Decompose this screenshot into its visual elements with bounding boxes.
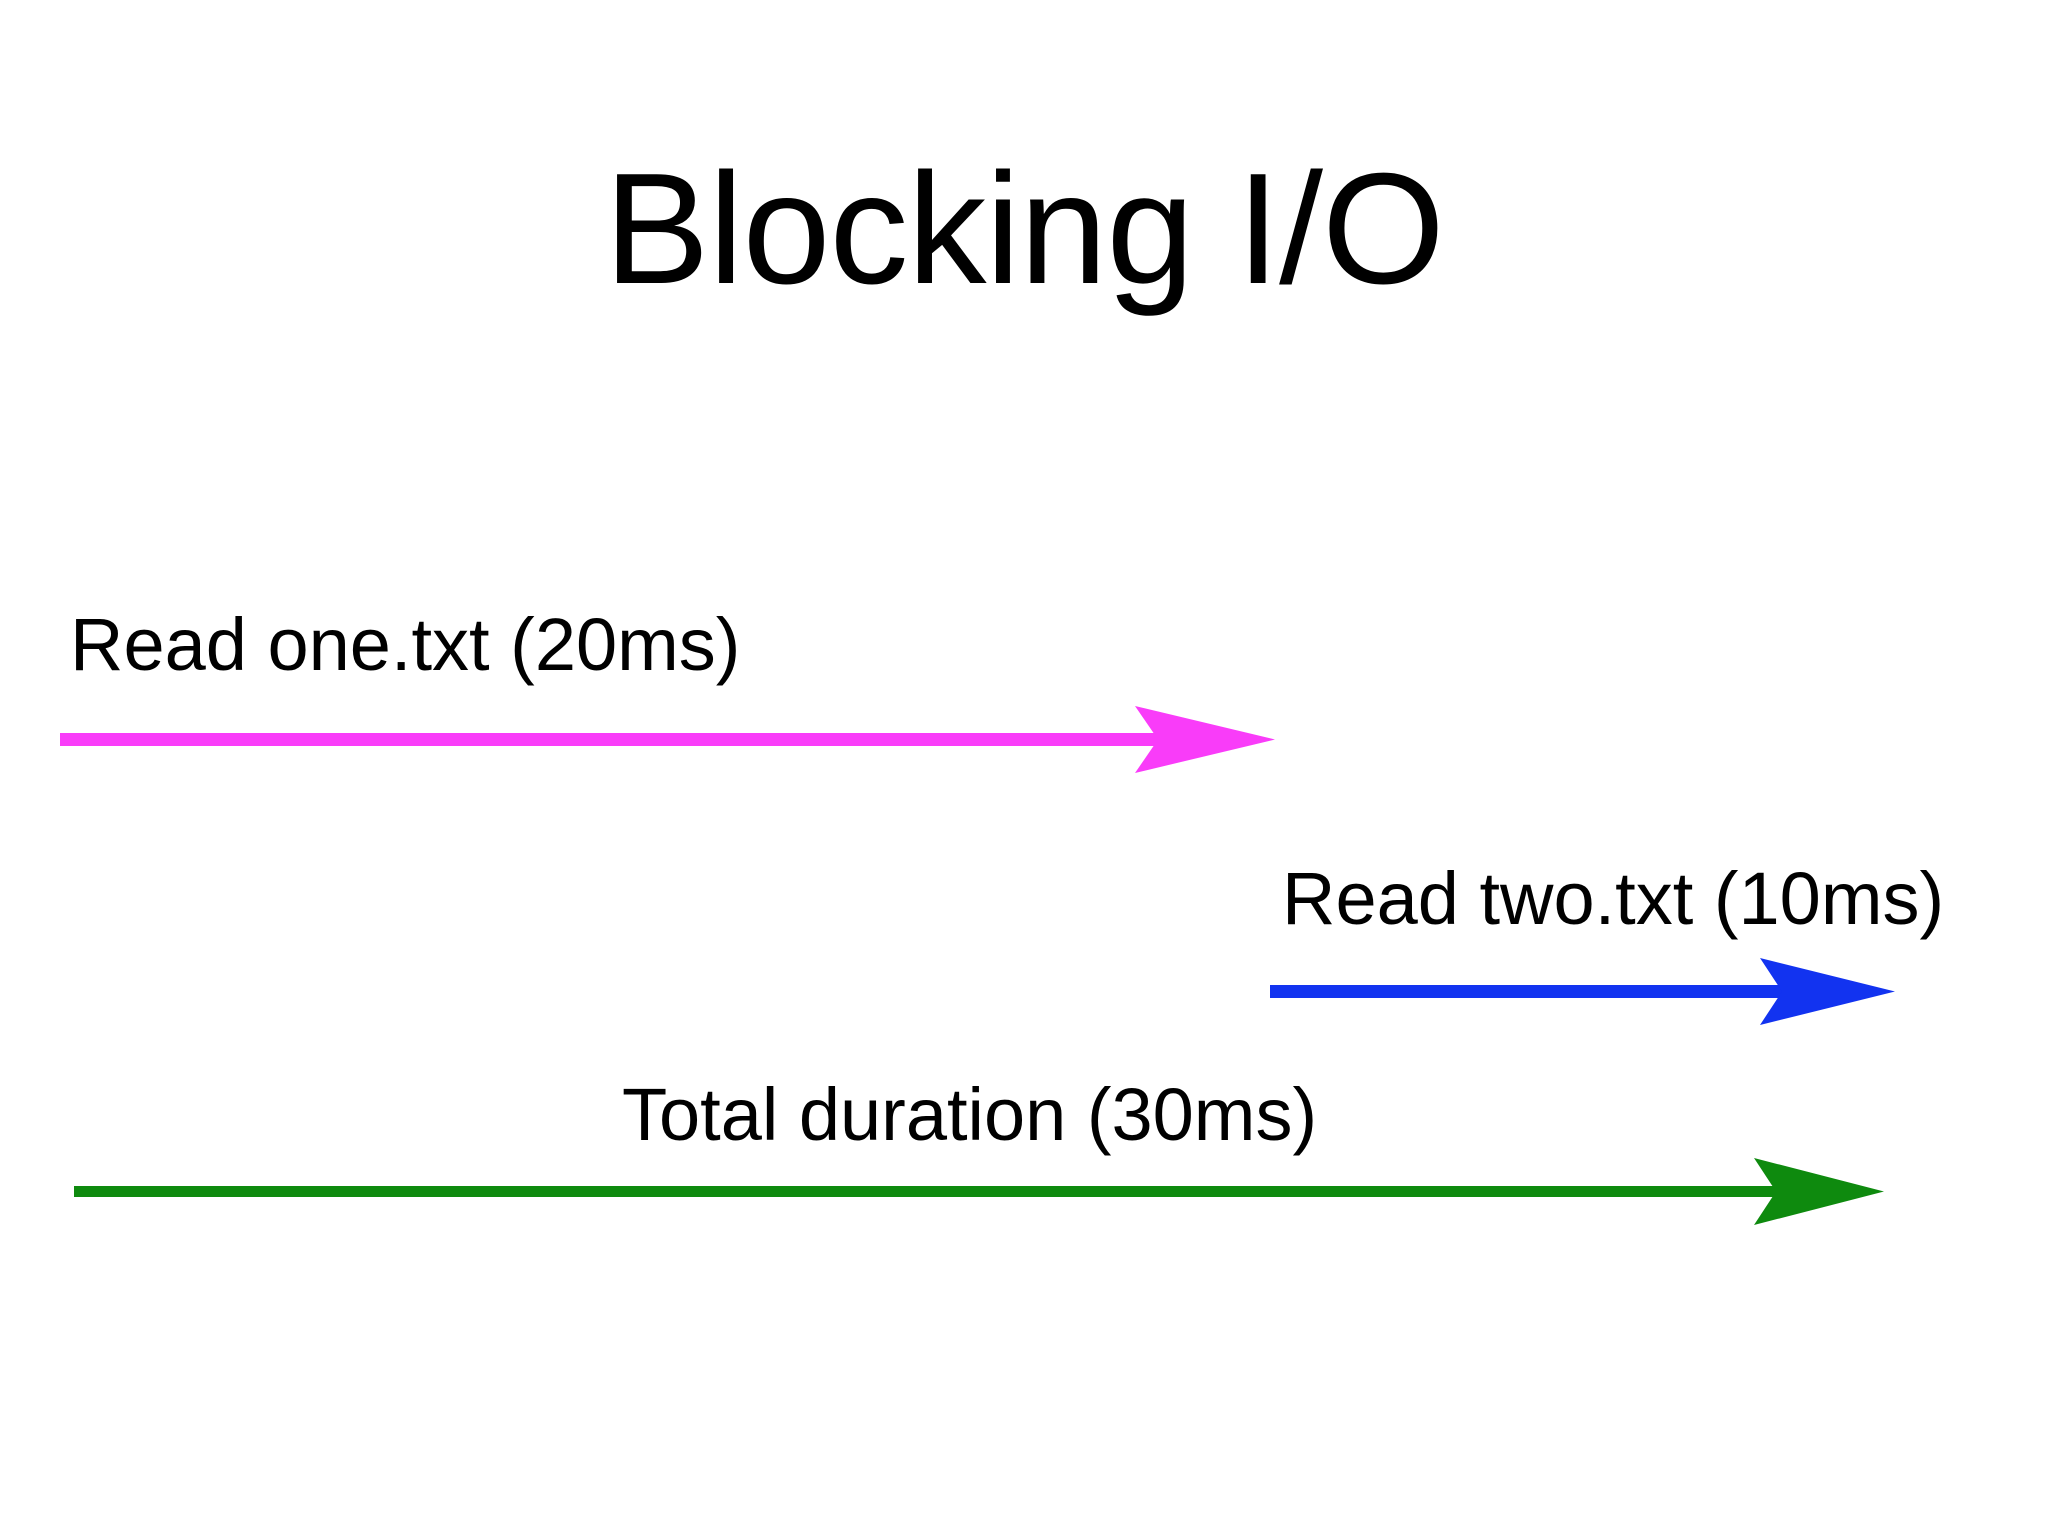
label-total-duration: Total duration (30ms) — [622, 1073, 1318, 1156]
magenta-arrow-icon — [60, 700, 1275, 778]
green-arrow-icon — [74, 1152, 1884, 1230]
page-title: Blocking I/O — [604, 141, 1445, 317]
blue-arrow-icon — [1270, 952, 1895, 1030]
label-read-one: Read one.txt (20ms) — [70, 603, 741, 686]
label-read-two: Read two.txt (10ms) — [1282, 857, 1945, 940]
